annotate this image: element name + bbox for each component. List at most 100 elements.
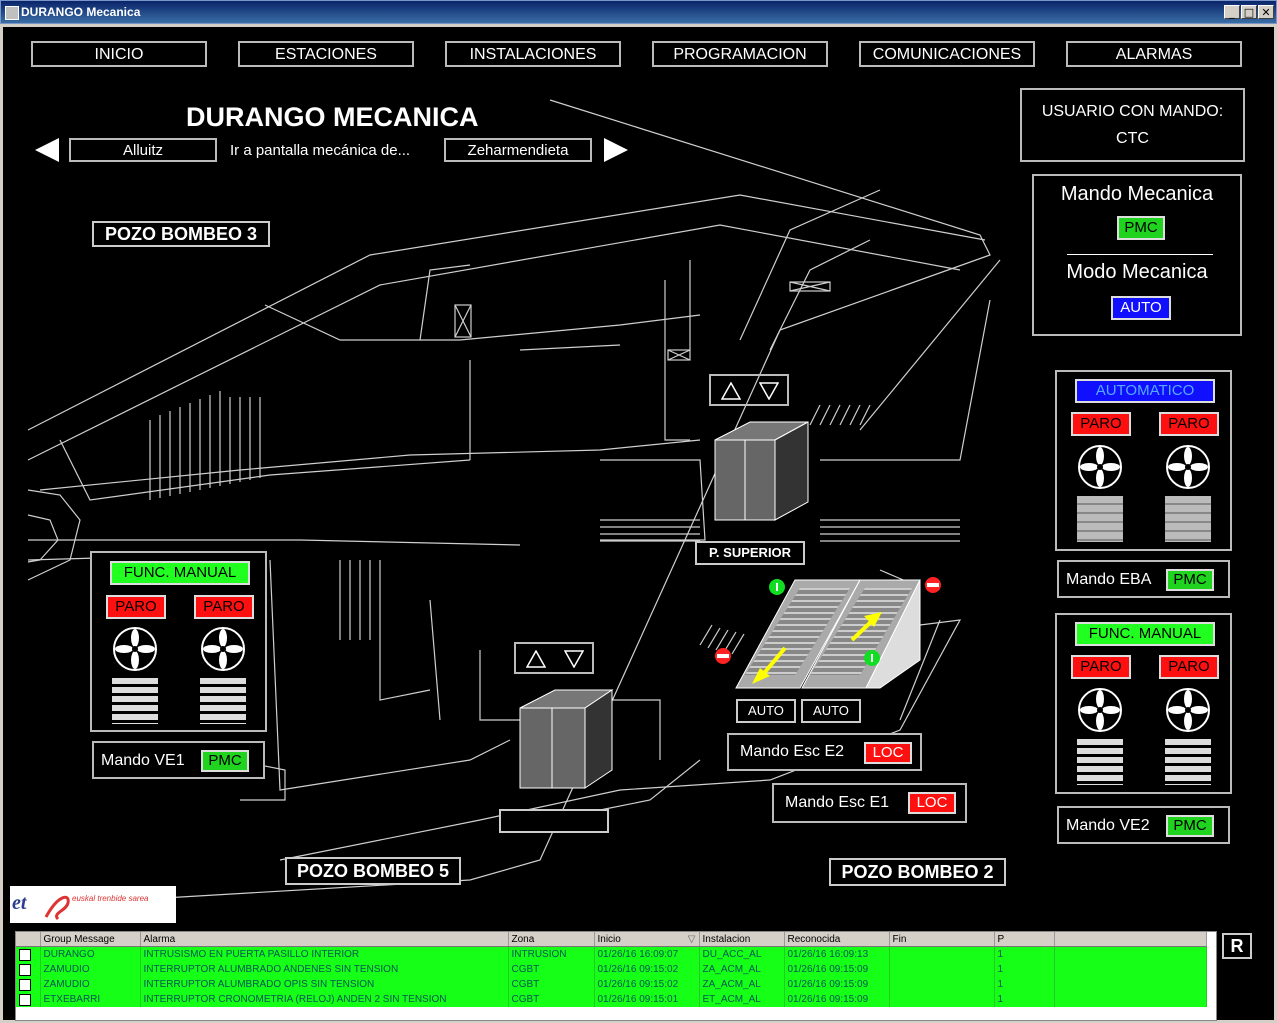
eba-paro-2[interactable]: PARO — [1159, 412, 1219, 436]
escalator-auto-1[interactable]: AUTO — [736, 699, 796, 723]
reset-button[interactable]: R — [1222, 933, 1252, 959]
cell: 01/26/16 09:15:09 — [784, 992, 890, 1007]
table-row[interactable]: DURANGO INTRUSISMO EN PUERTA PASILLO INT… — [16, 946, 1207, 962]
next-station-button[interactable]: Zeharmendieta — [444, 138, 592, 162]
mando-box: Mando Mecanica PMC Modo Mecanica AUTO — [1032, 174, 1242, 336]
table-header: Group Message Alarma Zona Inicio▽ Instal… — [16, 932, 1207, 947]
row-checkbox[interactable] — [19, 948, 31, 961]
fan-icon[interactable] — [1165, 687, 1211, 733]
mando-esc-e1-box: Mando Esc E1 LOC — [772, 783, 967, 823]
eba-mode[interactable]: AUTOMATICO — [1075, 379, 1215, 403]
row-checkbox[interactable] — [19, 993, 31, 1006]
ve1-paro-2[interactable]: PARO — [194, 595, 254, 619]
cell — [889, 946, 995, 962]
cell: INTRUSISMO EN PUERTA PASILLO INTERIOR — [140, 946, 509, 962]
window-titlebar: DURANGO Mecanica _ □ ✕ — [0, 0, 1277, 24]
column-header[interactable]: Alarma — [140, 932, 509, 947]
modo-title: Modo Mecanica — [1066, 261, 1208, 283]
eba-paro-1[interactable]: PARO — [1071, 412, 1131, 436]
row-checkbox[interactable] — [19, 978, 31, 991]
cell — [1054, 946, 1207, 962]
modo-value[interactable]: AUTO — [1111, 296, 1171, 320]
cell: ETXEBARRI — [40, 992, 141, 1007]
mando-esc-e2-value[interactable]: LOC — [864, 742, 912, 764]
close-button[interactable]: ✕ — [1258, 5, 1274, 19]
grille-icon — [1165, 739, 1211, 785]
mando-ve1-value[interactable]: PMC — [201, 750, 249, 772]
app-icon — [5, 6, 19, 20]
mando-eba-value[interactable]: PMC — [1166, 569, 1214, 591]
nav-estaciones[interactable]: ESTACIONES — [238, 41, 414, 67]
ets-logo-mark: et — [12, 892, 70, 921]
user-value: CTC — [1116, 130, 1149, 147]
nav-alarmas[interactable]: ALARMAS — [1066, 41, 1242, 67]
cell: 1 — [994, 946, 1055, 962]
nav-inicio[interactable]: INICIO — [31, 41, 207, 67]
nav-comunicaciones[interactable]: COMUNICACIONES — [859, 41, 1035, 67]
column-header[interactable]: Inicio▽ — [594, 932, 700, 947]
triangle-down-icon[interactable] — [564, 650, 584, 668]
column-header[interactable] — [16, 932, 41, 947]
minimize-button[interactable]: _ — [1224, 5, 1240, 19]
cell: 1 — [994, 962, 1055, 977]
ve2-mode[interactable]: FUNC. MANUAL — [1075, 622, 1215, 646]
maximize-button[interactable]: □ — [1241, 5, 1257, 19]
table-row[interactable]: ETXEBARRI INTERRUPTOR CRONOMETRIA (RELOJ… — [16, 992, 1207, 1007]
arrow-right-icon[interactable] — [602, 138, 628, 162]
p-superior-label[interactable]: P. SUPERIOR — [695, 541, 805, 565]
triangle-up-icon[interactable] — [526, 650, 546, 668]
table-row[interactable]: ZAMUDIO INTERRUPTOR ALUMBRADO ANDENES SI… — [16, 962, 1207, 977]
table-row[interactable]: ZAMUDIO INTERRUPTOR ALUMBRADO OPIS SIN T… — [16, 977, 1207, 992]
mando-esc-e2-box: Mando Esc E2 LOC — [727, 733, 922, 771]
nav-instalaciones[interactable]: INSTALACIONES — [445, 41, 621, 67]
fan-icon[interactable] — [200, 626, 246, 672]
cell: 01/26/16 16:09:13 — [784, 946, 890, 962]
user-box: USUARIO CON MANDO: CTC — [1020, 88, 1245, 162]
column-header[interactable]: Group Message — [40, 932, 141, 947]
column-header[interactable] — [1054, 932, 1207, 947]
ve2-paro-2[interactable]: PARO — [1159, 655, 1219, 679]
column-header[interactable]: Reconocida — [784, 932, 890, 947]
alarm-table[interactable]: Group Message Alarma Zona Inicio▽ Instal… — [15, 931, 1217, 1021]
mando-ve1-label: Mando VE1 — [101, 752, 185, 769]
elevator-upper-controls — [709, 374, 789, 406]
cell: CGBT — [508, 992, 595, 1007]
mando-esc-e1-value[interactable]: LOC — [908, 792, 956, 814]
cell — [889, 977, 995, 992]
elevator-lower-label[interactable] — [499, 809, 609, 833]
ve1-mode[interactable]: FUNC. MANUAL — [110, 561, 250, 585]
ve2-paro-1[interactable]: PARO — [1071, 655, 1131, 679]
grille-icon — [1165, 496, 1211, 542]
mando-ve1-box: Mando VE1 PMC — [92, 741, 265, 779]
column-header[interactable]: Fin — [889, 932, 995, 947]
column-header[interactable]: Instalacion — [699, 932, 785, 947]
mando-eba-box: Mando EBA PMC — [1057, 560, 1230, 598]
mando-value[interactable]: PMC — [1117, 216, 1165, 240]
mando-ve2-label: Mando VE2 — [1066, 817, 1150, 834]
column-header[interactable]: P — [994, 932, 1055, 947]
pozo-bombeo-2[interactable]: POZO BOMBEO 2 — [829, 858, 1006, 886]
fan-icon[interactable] — [1165, 444, 1211, 490]
pozo-bombeo-3[interactable]: POZO BOMBEO 3 — [92, 221, 270, 247]
cell — [1054, 977, 1207, 992]
ve1-paro-1[interactable]: PARO — [106, 595, 166, 619]
fan-icon[interactable] — [112, 626, 158, 672]
mando-ve2-value[interactable]: PMC — [1166, 815, 1214, 837]
grille-icon — [1077, 739, 1123, 785]
nav-programacion[interactable]: PROGRAMACION — [652, 41, 828, 67]
grille-icon — [200, 678, 246, 724]
fan-icon[interactable] — [1077, 687, 1123, 733]
arrow-left-icon[interactable] — [35, 138, 61, 162]
escalator-auto-2[interactable]: AUTO — [801, 699, 861, 723]
pozo-bombeo-5[interactable]: POZO BOMBEO 5 — [285, 857, 461, 885]
escalator-graphic — [715, 577, 941, 689]
fan-icon[interactable] — [1077, 444, 1123, 490]
triangle-down-icon[interactable] — [759, 382, 779, 400]
column-header[interactable]: Zona — [508, 932, 595, 947]
prev-station-button[interactable]: Alluitz — [69, 138, 217, 162]
cell — [889, 992, 995, 1007]
cell: INTERRUPTOR ALUMBRADO ANDENES SIN TENSIO… — [140, 962, 509, 977]
row-checkbox[interactable] — [19, 963, 31, 976]
triangle-up-icon[interactable] — [721, 382, 741, 400]
cell: ZA_ACM_AL — [699, 962, 785, 977]
